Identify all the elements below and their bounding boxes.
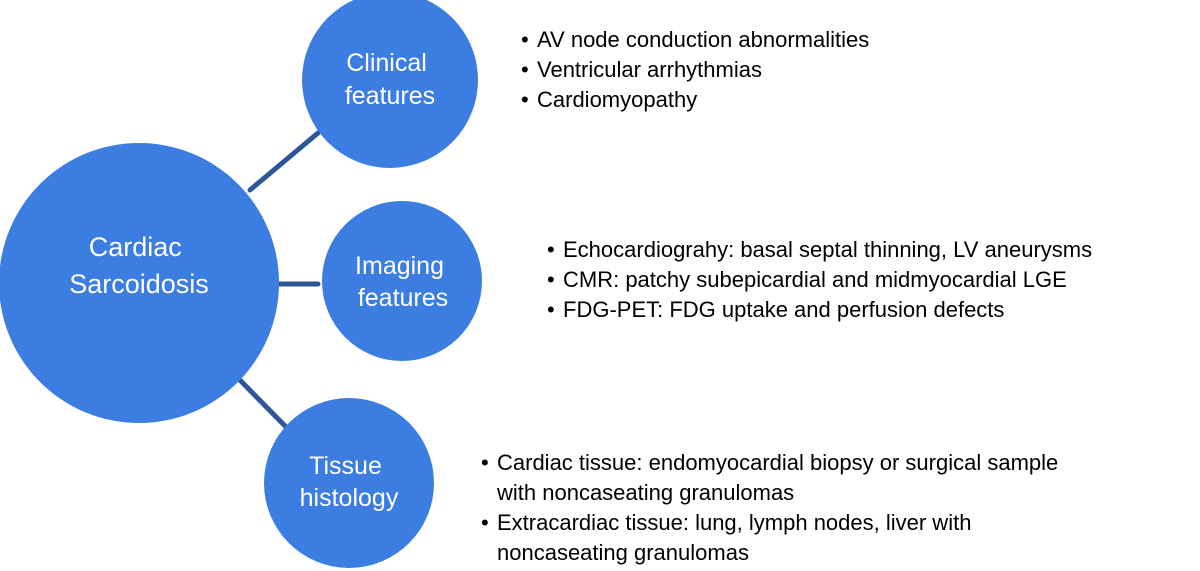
list-item: Cardiomyopathy <box>521 85 1081 115</box>
clinical-circle <box>302 0 478 168</box>
list-item: AV node conduction abnormalities <box>521 25 1081 55</box>
tissue-label-line1: Tissue <box>309 452 382 480</box>
clinical-label: Clinical features <box>345 49 435 110</box>
connector-tissue <box>229 369 292 433</box>
list-item: Extracardiac tissue: lung, lymph nodes, … <box>481 508 1101 568</box>
imaging-label: Imaging features <box>355 252 451 312</box>
center-label-line1: Cardiac <box>89 232 182 262</box>
list-item: FDG-PET: FDG uptake and perfusion defect… <box>547 295 1197 325</box>
list-item: CMR: patchy subepicardial and midmyocard… <box>547 265 1197 295</box>
clinical-features-list: AV node conduction abnormalities Ventric… <box>521 25 1081 115</box>
center-label: Cardiac Sarcoidosis <box>69 232 209 299</box>
imaging-features-list: Echocardiograhy: basal septal thinning, … <box>547 235 1197 325</box>
tissue-histology-list: Cardiac tissue: endomyocardial biopsy or… <box>481 448 1101 568</box>
list-item: Ventricular arrhythmias <box>521 55 1081 85</box>
center-label-line2: Sarcoidosis <box>69 269 209 299</box>
tissue-label-line2: histology <box>300 484 399 512</box>
tissue-label: Tissue histology <box>300 452 399 512</box>
clinical-label-line1: Clinical <box>346 49 427 77</box>
imaging-label-line1: Imaging <box>355 252 444 280</box>
center-circle <box>0 143 279 423</box>
list-item: Echocardiograhy: basal septal thinning, … <box>547 235 1197 265</box>
clinical-label-line2: features <box>345 82 435 110</box>
list-item: Cardiac tissue: endomyocardial biopsy or… <box>481 448 1101 508</box>
imaging-circle <box>322 201 482 361</box>
connector-clinical <box>247 130 321 193</box>
tissue-circle <box>264 398 434 568</box>
imaging-label-line2: features <box>358 284 448 312</box>
